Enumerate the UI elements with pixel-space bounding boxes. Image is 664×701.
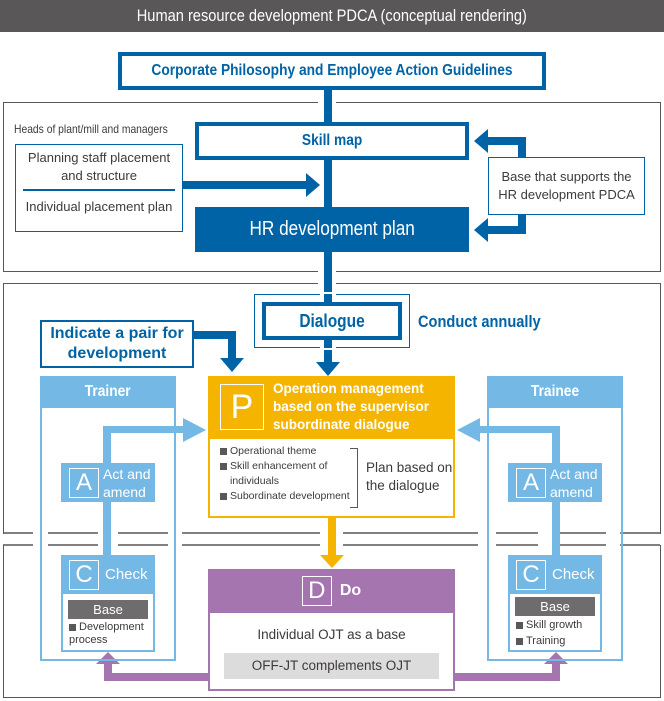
trainer-act-box: A Act and amend [61, 463, 155, 502]
plan-items-list: Operational theme Skill enhancement of i… [220, 444, 355, 504]
trainer-check-box: C Check [61, 555, 155, 594]
plan-header [208, 376, 455, 439]
heads-label-text: Heads of plant/mill and managers [14, 122, 168, 136]
corporate-philosophy-box: Corporate Philosophy and Employee Action… [118, 52, 546, 90]
trainer-column-frame [40, 408, 176, 661]
plan-to-do-arrowhead [320, 555, 344, 568]
trainee-base-item: Skill growth [510, 617, 600, 633]
do-to-trainer-check-arrowhead [96, 652, 120, 664]
bottom-section-frame [3, 545, 661, 698]
skillmap-arrowhead [474, 129, 488, 153]
trainer-check-letter-icon: C [69, 559, 99, 590]
hrplan-arrowhead [474, 218, 488, 242]
individual-plan-text: Individual placement plan [25, 198, 173, 214]
trunk-arrowhead [316, 362, 340, 376]
trainee-act-box: A Act and amend [508, 463, 602, 502]
trainer-act-letter-icon: A [69, 467, 99, 498]
dialogue-box: Dialogue [262, 302, 402, 340]
trainee-header: Trainee [487, 376, 623, 408]
planning-divider [23, 189, 175, 191]
trainer-header: Trainer [40, 376, 176, 408]
heads-label: Heads of plant/mill and managers [14, 122, 193, 136]
dialogue-text: Dialogue [299, 310, 365, 331]
do-header: D Do [208, 569, 455, 613]
diagram-title-text: Human resource development PDCA (concept… [136, 6, 528, 25]
plan-body [208, 439, 455, 518]
pair-arrowhead [220, 358, 244, 372]
trainee-base-header: Base [515, 597, 595, 616]
trainee-base-item-text: Training [526, 635, 566, 647]
do-line2: OFF-JT complements OJT [224, 653, 439, 679]
do-letter-icon: D [301, 576, 332, 606]
diagram-title: Human resource development PDCA (concept… [0, 0, 664, 32]
trainee-check-letter-icon: C [516, 559, 546, 590]
trainee-base-item-text: Skill growth [526, 619, 583, 631]
plan-item: Subordinate development [220, 489, 355, 504]
skill-map-text: Skill map [301, 132, 363, 149]
conduct-annually-text: Conduct annually [418, 312, 541, 331]
trainer-base-item: Development process [63, 621, 153, 647]
trainer-to-plan-arrowhead [183, 418, 206, 442]
plan-bracket [350, 448, 358, 508]
trainee-check-label: Check [552, 566, 595, 583]
planning-staff-text: Planning staff placement and structure [27, 150, 171, 183]
conduct-annually-label: Conduct annually [418, 312, 561, 332]
hr-development-plan-box: HR development plan [195, 207, 469, 252]
corporate-philosophy-text: Corporate Philosophy and Employee Action… [151, 62, 513, 79]
trainee-column-frame [487, 408, 623, 661]
trainer-base-item-text: Development process [69, 621, 144, 646]
trainee-to-plan-arrowhead [457, 418, 480, 442]
trainer-base-box: Base Development process [61, 594, 155, 652]
trainee-act-label: Act and amend [550, 465, 598, 500]
do-line1: Individual OJT as a base [257, 627, 406, 642]
plan-note: Plan based on the dialogue [366, 460, 453, 493]
skill-map-box: Skill map [195, 122, 469, 160]
plan-item: Skill enhancement of individuals [220, 459, 355, 489]
trainee-check-box: C Check [508, 555, 602, 594]
plan-letter-icon: P [220, 384, 264, 430]
plan-title: Operation management based on the superv… [273, 381, 430, 432]
trainer-check-label: Check [105, 566, 148, 583]
indicate-pair-text: Indicate a pair for development [50, 325, 184, 362]
trainer-label: Trainer [85, 383, 131, 400]
hr-development-plan-text: HR development plan [249, 218, 415, 240]
base-support-text: Base that supports the HR development PD… [498, 169, 635, 202]
plan-item: Operational theme [220, 444, 355, 459]
separator-lines [3, 532, 660, 546]
trainee-act-letter-icon: A [516, 467, 546, 498]
planning-staff-box: Planning staff placement and structure I… [15, 144, 183, 232]
indicate-pair-box: Indicate a pair for development [40, 320, 194, 368]
placement-arrowhead [306, 173, 320, 197]
trainee-base-item: Training [510, 633, 600, 649]
trainee-label: Trainee [530, 383, 580, 400]
do-label: Do [339, 582, 362, 599]
trainee-base-box: Base Skill growth Training [508, 594, 602, 652]
trainer-act-label: Act and amend [103, 465, 151, 500]
do-to-trainee-check-arrowhead [544, 652, 568, 664]
do-body [208, 613, 455, 691]
base-support-box: Base that supports the HR development PD… [488, 157, 645, 215]
trainer-base-header: Base [68, 600, 148, 619]
